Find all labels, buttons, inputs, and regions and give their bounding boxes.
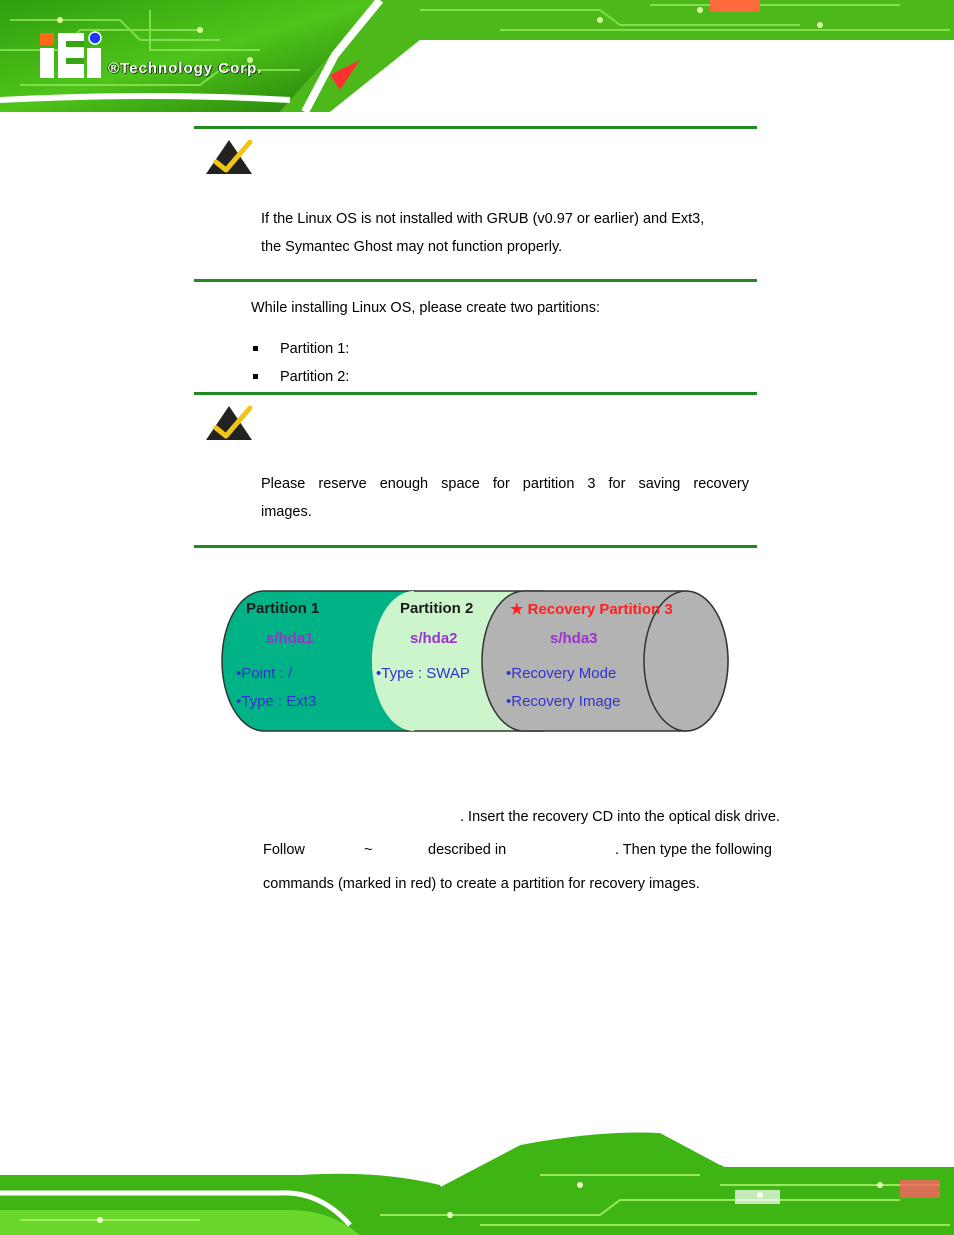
partition-1-type: •Type : Ext3 — [236, 693, 317, 710]
note-2-line-1: Please reserve enough space for partitio… — [261, 476, 749, 492]
partition-1-title: Partition 1 — [246, 600, 320, 617]
page-footer — [0, 1125, 954, 1235]
note-bottom-rule — [194, 279, 757, 282]
partition-2-device: s/hda2 — [410, 630, 458, 647]
intro-text: While installing Linux OS, please create… — [251, 300, 600, 316]
step-line-1: . Insert the recovery CD into the optica… — [460, 809, 780, 825]
note-top-rule — [194, 126, 757, 129]
partition-3-image: •Recovery Image — [506, 693, 621, 710]
note-2-bottom-rule — [194, 545, 757, 548]
circuit-footer — [0, 1128, 954, 1235]
page-header: ®Technology Corp. — [0, 0, 954, 112]
note-checkmark-icon — [206, 139, 253, 174]
note-1-line-2: the Symantec Ghost may not function prop… — [261, 239, 563, 255]
partition-diagram: Partition 1 s/hda1 •Point : / •Type : Ex… — [214, 588, 734, 736]
note-2-line-2: images. — [261, 504, 312, 520]
note-2-top-rule — [194, 392, 757, 395]
step-follow: Follow — [263, 842, 305, 858]
circuit-banner — [0, 0, 954, 112]
step-then: . Then type the following — [615, 842, 772, 858]
step-tilde: ~ — [364, 842, 373, 858]
bullet-square-icon — [253, 346, 258, 351]
bullet-square-icon — [253, 374, 258, 379]
partition-3-device: s/hda3 — [550, 630, 598, 647]
step-described-in: described in — [428, 842, 507, 858]
note-1-text: If the Linux OS is not installed with GR… — [261, 205, 749, 261]
partition-1-point: •Point : / — [236, 665, 293, 682]
note-1-line-1: If the Linux OS is not installed with GR… — [261, 211, 705, 227]
partition-2-title: Partition 2 — [400, 600, 474, 617]
note-checkmark-icon — [206, 405, 253, 440]
brand-name: ®Technology Corp. — [108, 60, 263, 77]
partition-cylinder — [221, 590, 729, 732]
partition-1-device: s/hda1 — [266, 630, 314, 647]
step-line-3: commands (marked in red) to create a par… — [263, 876, 700, 892]
partition-3-title: ★ Recovery Partition 3 — [510, 601, 673, 618]
note-2-text: Please reserve enough space for partitio… — [261, 470, 749, 526]
partition-2-type: •Type : SWAP — [376, 665, 470, 682]
partition-3-mode: •Recovery Mode — [506, 665, 617, 682]
